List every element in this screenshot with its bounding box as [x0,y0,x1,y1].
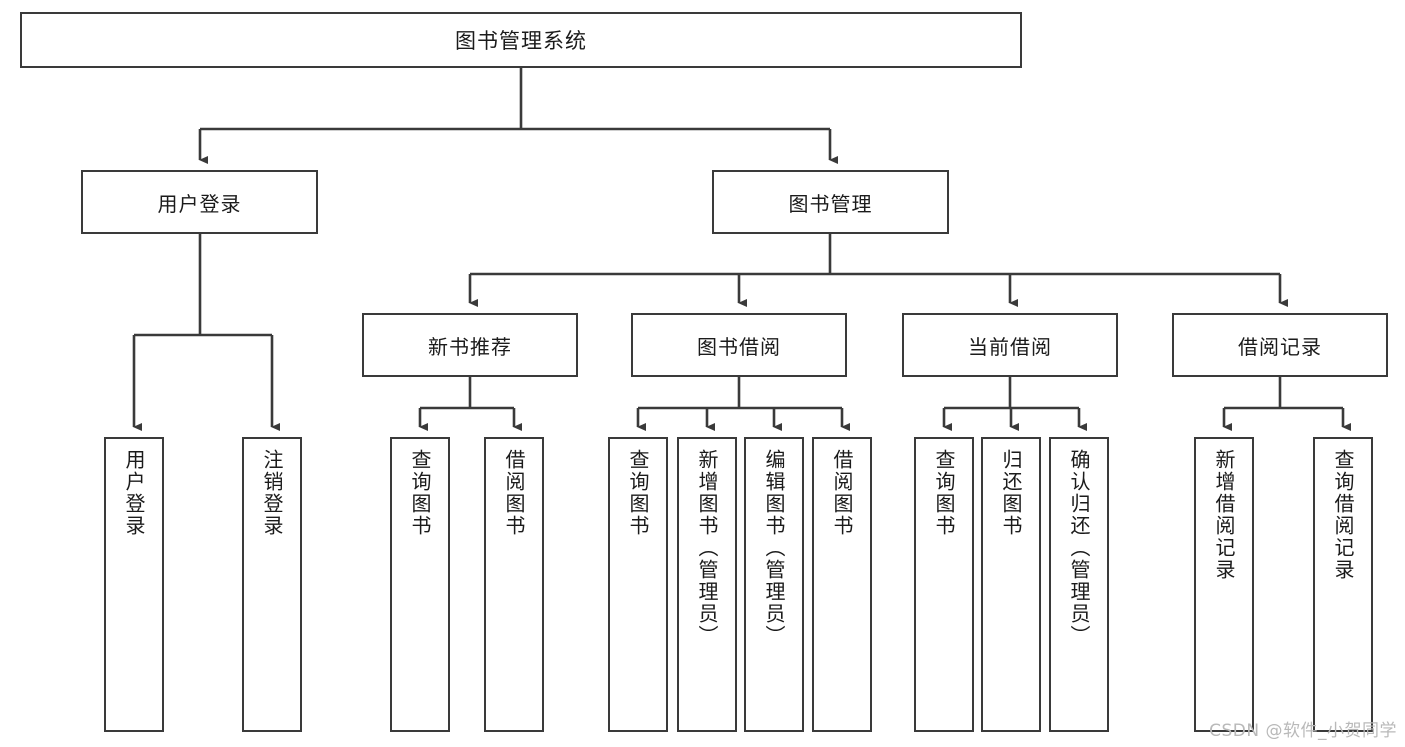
node-label: 当前借阅 [968,334,1052,359]
node-leaf-add-book[interactable]: 新增图书（管理员） [677,437,737,732]
node-leaf-query-borrow-record[interactable]: 查询借阅记录 [1313,437,1373,732]
node-label: 查询借阅记录 [1331,449,1355,581]
node-label: 编辑图书（管理员） [762,449,786,647]
node-label: 图书管理系统 [455,29,587,53]
node-leaf-edit-book[interactable]: 编辑图书（管理员） [744,437,804,732]
node-leaf-query-book-current[interactable]: 查询图书 [914,437,974,732]
node-label: 用户登录 [122,449,146,537]
node-label: 查询图书 [626,449,650,537]
node-label: 归还图书 [999,449,1023,537]
node-book-borrow[interactable]: 图书借阅 [631,313,847,377]
node-leaf-logout-login[interactable]: 注销登录 [242,437,302,732]
node-borrow-record[interactable]: 借阅记录 [1172,313,1388,377]
node-leaf-borrow-book-recommend[interactable]: 借阅图书 [484,437,544,732]
node-label: 查询图书 [408,449,432,537]
node-label: 确认归还（管理员） [1067,449,1091,647]
node-label: 新增借阅记录 [1212,449,1236,581]
node-root-system[interactable]: 图书管理系统 [20,12,1022,68]
node-book-manage[interactable]: 图书管理 [712,170,949,234]
node-label: 借阅记录 [1238,334,1322,359]
node-leaf-query-book-borrow[interactable]: 查询图书 [608,437,668,732]
node-leaf-query-book-recommend[interactable]: 查询图书 [390,437,450,732]
node-user-login[interactable]: 用户登录 [81,170,318,234]
node-leaf-borrow-book[interactable]: 借阅图书 [812,437,872,732]
node-leaf-user-login[interactable]: 用户登录 [104,437,164,732]
node-current-borrow[interactable]: 当前借阅 [902,313,1118,377]
node-label: 借阅图书 [830,449,854,537]
node-label: 借阅图书 [502,449,526,537]
node-label: 注销登录 [260,449,284,537]
node-label: 用户登录 [157,191,242,216]
node-label: 图书借阅 [697,334,781,359]
node-label: 查询图书 [932,449,956,537]
node-label: 新增图书（管理员） [695,449,719,647]
node-leaf-confirm-return[interactable]: 确认归还（管理员） [1049,437,1109,732]
node-leaf-return-book[interactable]: 归还图书 [981,437,1041,732]
node-leaf-add-borrow-record[interactable]: 新增借阅记录 [1194,437,1254,732]
node-label: 新书推荐 [428,334,512,359]
node-label: 图书管理 [788,191,873,216]
node-new-book-recommend[interactable]: 新书推荐 [362,313,578,377]
watermark-text: CSDN @软件_小贺同学 [1209,721,1397,741]
